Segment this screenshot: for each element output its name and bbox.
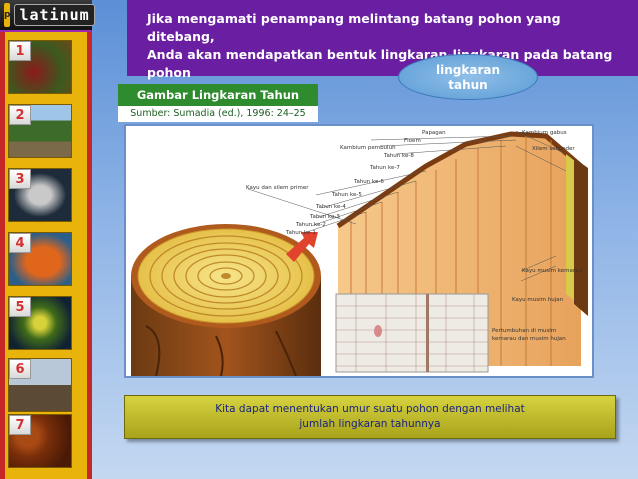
label-tahun-2: Tahun ke-2: [295, 222, 326, 228]
question-line: Anda akan mendapatkan bentuk lingkaran-l…: [147, 47, 613, 80]
logo-mark: p: [4, 3, 11, 27]
nav-thumb-2[interactable]: 2: [8, 104, 72, 158]
label-tahun-7: Tahun ke-7: [369, 165, 400, 171]
label-tahun-5: Tahun ke-5: [331, 192, 362, 198]
figure-title: Gambar Lingkaran Tahun: [118, 84, 318, 106]
answer-line: tahun: [448, 78, 488, 92]
nav-thumb-4[interactable]: 4: [8, 232, 72, 286]
nav-thumb-3[interactable]: 3: [8, 168, 72, 222]
label-tahun-8: Tahun ke-8: [383, 153, 414, 159]
label-kayu-musim-kemarau: Kayu musim kemarau: [522, 268, 582, 274]
tree-ring-figure: Papagan Floem Kambium pembuluh Kambium g…: [124, 124, 594, 378]
label-xilem-sekunder: Xilem sekunder: [532, 146, 575, 152]
figure-source: Sumber: Sumadia (ed.), 1996: 24–25: [118, 106, 318, 122]
logo: p latinum: [0, 0, 95, 32]
tree-ring-illustration: Papagan Floem Kambium pembuluh Kambium g…: [131, 130, 588, 377]
label-kayu-musim-hujan: Kayu musim hujan: [512, 297, 564, 303]
label-papagan: Papagan: [422, 130, 446, 136]
question-box: Jika mengamati penampang melintang batan…: [127, 0, 638, 98]
question-line: Jika mengamati penampang melintang batan…: [147, 11, 561, 44]
caption-line: jumlah lingkaran tahunnya: [299, 418, 441, 430]
label-kambium-gabus: Kambium gabus: [522, 130, 567, 136]
caption-line: Kita dapat menentukan umur suatu pohon d…: [215, 403, 525, 415]
label-kambium-pembuluh: Kambium pembuluh: [340, 145, 396, 151]
label-pertumbuhan-1: Pertumbuhan di musim: [492, 328, 556, 334]
nav-number: 7: [9, 415, 31, 435]
label-tahun-3: Tahun ke-3: [309, 214, 340, 220]
answer-cloud[interactable]: lingkaran tahun: [398, 47, 543, 100]
label-tahun-6: Tahun ke-6: [353, 179, 384, 185]
nav-number: 2: [9, 105, 31, 125]
nav-number: 5: [9, 297, 31, 317]
nav-number: 3: [9, 169, 31, 189]
label-tahun-1: Tahun ke-1: [285, 230, 316, 236]
nav-number: 4: [9, 233, 31, 253]
label-tahun-4: Tahun ke-4: [315, 204, 346, 210]
nav-thumb-7[interactable]: 7: [8, 414, 72, 468]
sidebar: p latinum 1 2 3 4 5 6 7: [0, 0, 95, 479]
nav-thumb-5[interactable]: 5: [8, 296, 72, 350]
logo-name: latinum: [14, 4, 95, 26]
nav-thumb-6[interactable]: 6: [8, 358, 72, 412]
label-kayu-xilem-primer: Kayu dan xilem primer: [246, 185, 309, 191]
answer-line: lingkaran: [436, 63, 500, 77]
nav-thumb-1[interactable]: 1: [8, 40, 72, 94]
label-pertumbuhan-2: kemarau dan musim hujan: [492, 336, 566, 342]
pointer-arrow-icon: [286, 232, 318, 262]
label-floem: Floem: [404, 138, 421, 144]
caption-box: Kita dapat menentukan umur suatu pohon d…: [124, 395, 616, 439]
nav-number: 1: [9, 41, 31, 61]
tree-stump: [131, 224, 321, 377]
trunk-wedge: [335, 131, 588, 373]
nav-number: 6: [9, 359, 31, 379]
